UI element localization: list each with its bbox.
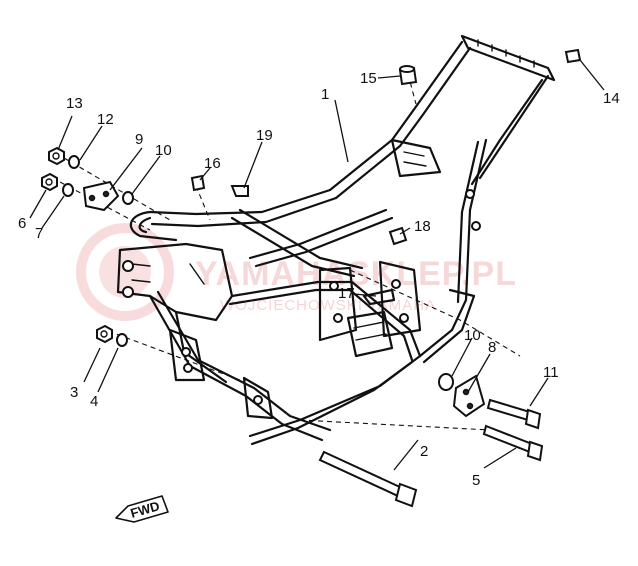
callout-8: 8	[488, 339, 496, 356]
washer-7	[62, 183, 74, 197]
assembly-lines	[59, 73, 521, 431]
callout-17: 17	[338, 285, 355, 302]
fwd-label: FWD	[129, 498, 162, 521]
callout-numbers: 1 2 3 4 5 6 7 8 9 10 11 12 13 14 15 16 1…	[18, 70, 620, 489]
clip-19	[230, 185, 249, 197]
callout-11: 11	[543, 364, 559, 381]
plug-14	[564, 48, 582, 64]
main-frame	[116, 34, 556, 446]
callout-4: 4	[90, 393, 98, 410]
bolt-11	[486, 398, 542, 430]
callout-16: 16	[204, 155, 221, 172]
callout-10-left: 10	[155, 142, 172, 159]
callout-10-right: 10	[464, 327, 481, 344]
callout-15: 15	[360, 70, 377, 87]
callout-7: 7	[35, 225, 43, 242]
callout-6: 6	[18, 215, 26, 232]
bolt-5	[482, 424, 544, 462]
nut-6	[41, 172, 58, 192]
washer-12	[68, 155, 80, 169]
callout-19: 19	[256, 127, 273, 144]
callout-1: 1	[321, 86, 329, 103]
callout-13: 13	[66, 95, 83, 112]
washer-10-right	[438, 373, 454, 391]
damper-15	[398, 65, 418, 86]
callout-9: 9	[135, 131, 143, 148]
bolt-18	[388, 226, 408, 246]
nut-13	[48, 146, 65, 166]
washer-10-left	[122, 191, 134, 205]
nut-3	[96, 324, 113, 344]
callout-14: 14	[603, 90, 620, 107]
callout-18: 18	[414, 218, 431, 235]
callout-5: 5	[472, 472, 480, 489]
bracket-8	[452, 374, 486, 418]
washer-4	[116, 333, 128, 347]
bracket-9	[82, 180, 120, 212]
forward-direction-arrow: FWD	[115, 495, 169, 523]
watermark-main: YAMAHASKLEP.PL	[195, 255, 517, 293]
watermark: YAMAHASKLEP.PL WOJCIECHOWSKI YAMAHA	[76, 223, 517, 321]
leader-lines	[29, 59, 605, 471]
callout-12: 12	[97, 111, 114, 128]
callout-3: 3	[70, 384, 78, 401]
loose-parts	[41, 48, 582, 508]
bolt-2	[318, 450, 418, 508]
callout-2: 2	[420, 443, 428, 460]
